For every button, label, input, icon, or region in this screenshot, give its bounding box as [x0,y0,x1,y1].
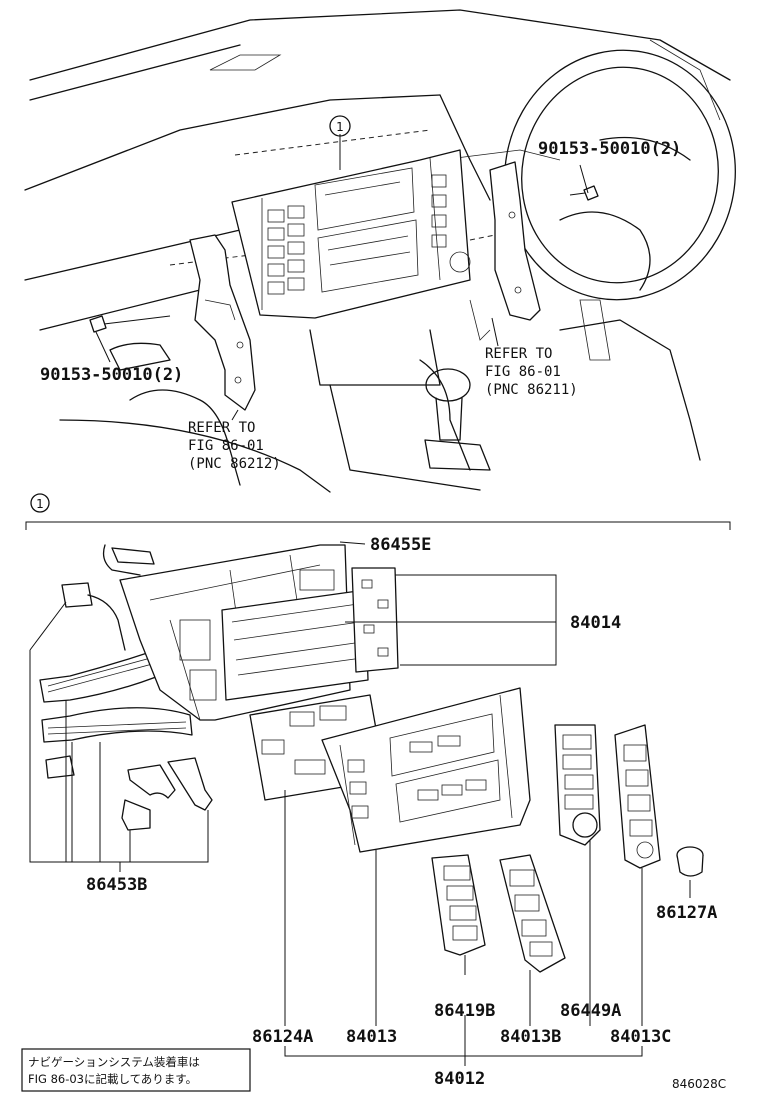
part-84014: 84014 [570,613,621,633]
part-86419B: 86419B [434,1001,495,1021]
bolt-label-left: 90153-50010(2) [40,365,183,385]
figure-code: 846028C [672,1077,726,1091]
refer-left-line2: FIG 86-01 [188,438,264,454]
part-84013C: 84013C [610,1027,671,1047]
part-86453B: 86453B [86,875,147,895]
part-84013: 84013 [346,1027,397,1047]
callout-marker-section: 1 [36,497,44,511]
part-84012: 84012 [434,1069,485,1089]
refer-left-line1: REFER TO [188,420,255,436]
part-84013B: 84013B [500,1027,561,1047]
note-box: ナビゲーションシステム装着車は FIG 86-03に記載してあります。 [21,1048,251,1092]
exploded-view: 1 [25,493,731,1089]
refer-left-line3: (PNC 86212) [188,456,281,472]
bolt-label-right: 90153-50010(2) [538,139,681,159]
part-86127A: 86127A [656,903,717,923]
refer-right-line3: (PNC 86211) [485,382,578,398]
note-line-1: ナビゲーションシステム装着車は [28,1055,200,1069]
part-86455E: 86455E [370,535,431,555]
part-86449A: 86449A [560,1001,621,1021]
refer-right-line2: FIG 86-01 [485,364,561,380]
refer-right-line1: REFER TO [485,346,552,362]
part-86124A: 86124A [252,1027,313,1047]
callout-marker-top: 1 [336,120,344,134]
note-line-2: FIG 86-03に記載してあります。 [28,1072,197,1086]
dashboard-overview: 1 90153-50010(2) 90153-50010(2) REFER TO… [24,9,736,493]
